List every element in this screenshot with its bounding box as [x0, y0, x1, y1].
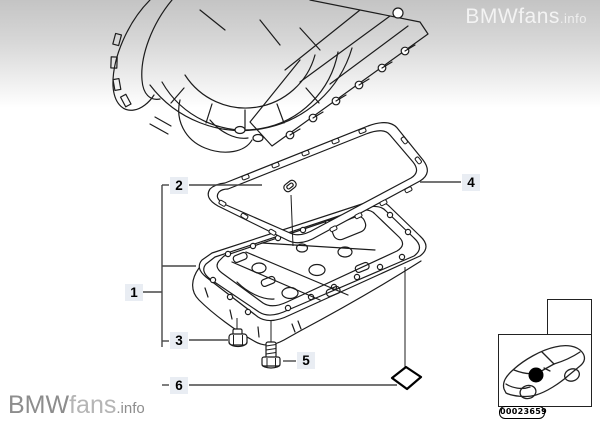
- top-gradient-band: [0, 0, 600, 108]
- magnet-position-line: [290, 194, 294, 247]
- logo-tld: .info: [116, 400, 145, 417]
- drain-plug-drawing: [228, 318, 248, 348]
- empty-reference-box: [547, 299, 592, 335]
- car-thumbnail-box: [498, 334, 592, 407]
- part-location-dot: [528, 367, 544, 383]
- logo-fans: fans: [69, 391, 117, 419]
- callout-label-5[interactable]: 5: [297, 352, 315, 369]
- seal-ring-drawing: [390, 267, 423, 391]
- callout-label-4[interactable]: 4: [462, 174, 480, 191]
- callout-label-3[interactable]: 3: [170, 332, 188, 349]
- callout-label-2[interactable]: 2: [170, 177, 188, 194]
- pan-screw-drawing: [261, 320, 281, 369]
- watermark-name: BMWfans: [465, 5, 560, 28]
- catalog-image-number-stamp: 00023659: [499, 406, 547, 419]
- callout-label-1[interactable]: 1: [125, 284, 143, 301]
- car-location-icon: [502, 345, 586, 400]
- watermark-top-right: BMWfans.info: [465, 5, 587, 29]
- watermark-tld: .info: [559, 11, 587, 26]
- site-logo[interactable]: BMWfans.info: [8, 391, 145, 420]
- callout-leader-lines: [143, 181, 461, 386]
- gasket-drawing: [207, 122, 428, 244]
- logo-bmw: BMW: [8, 391, 70, 419]
- magnet-drawing: [283, 179, 297, 193]
- oil-pan-drawing: [192, 201, 427, 346]
- transmission-housing-drawing: [110, 0, 429, 153]
- callout-label-6[interactable]: 6: [170, 377, 188, 394]
